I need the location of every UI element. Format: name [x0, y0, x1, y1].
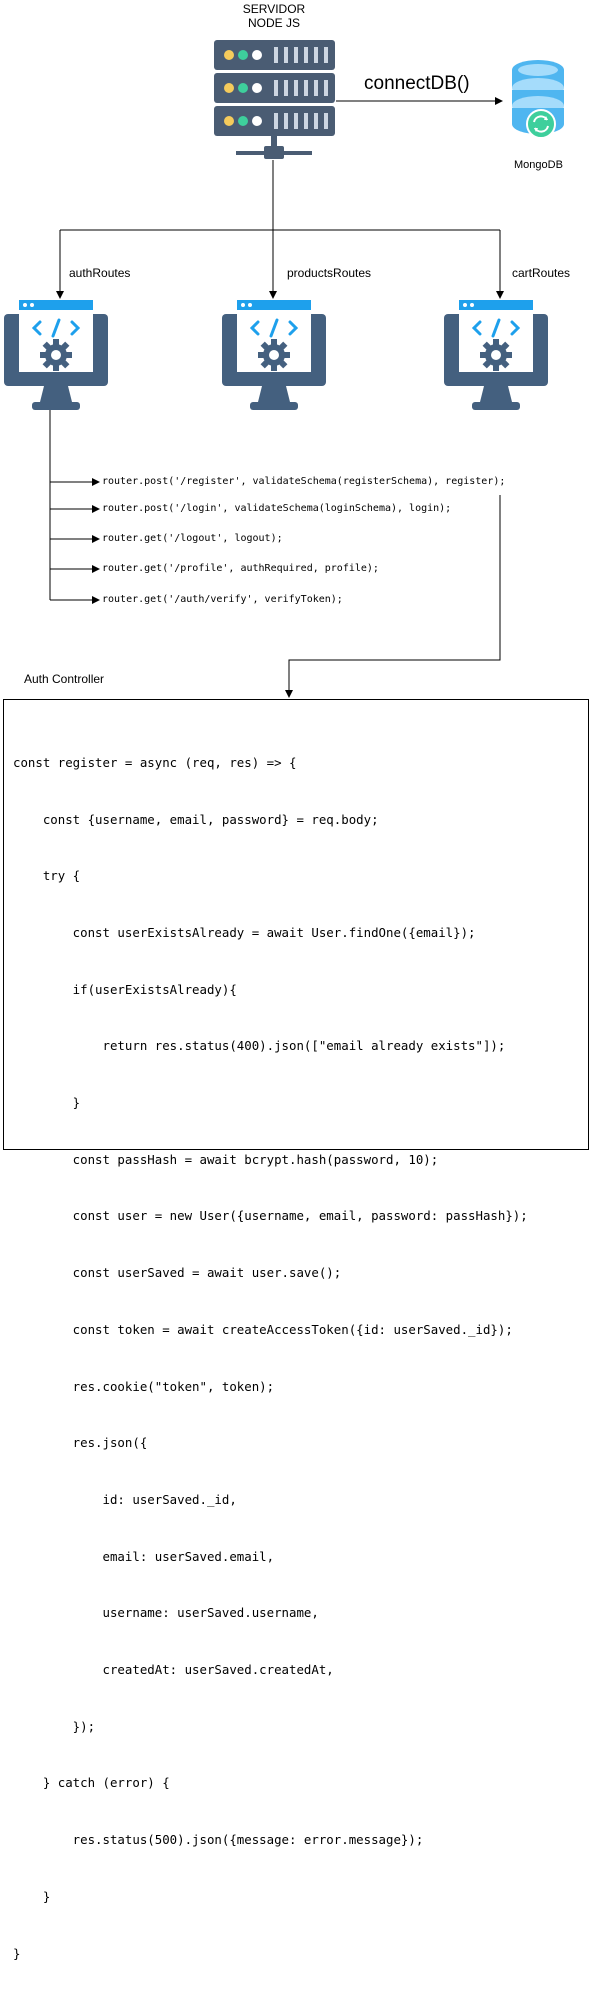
- auth-route-verify: router.get('/auth/verify', verifyToken);: [102, 594, 343, 605]
- code-monitor-icon-auth: [4, 300, 108, 410]
- code-line: const passHash = await bcrypt.hash(passw…: [13, 1151, 439, 1167]
- code-line: res.status(500).json({message: error.mes…: [13, 1832, 424, 1848]
- code-line: return res.status(400).json(["email alre…: [13, 1038, 506, 1054]
- server-title: SERVIDOR NODE JS: [236, 2, 312, 30]
- controller-title: Auth Controller: [24, 672, 105, 686]
- code-line: if(userExistsAlready){: [13, 981, 237, 997]
- code-line: const {username, email, password} = req.…: [13, 811, 379, 827]
- code-monitor-icon-cart: [444, 300, 548, 410]
- controller-code-box: const register = async (req, res) => { c…: [3, 699, 589, 1961]
- code-line: email: userSaved.email,: [13, 1548, 275, 1564]
- code-line: });: [13, 1718, 96, 1734]
- route-label-products: productsRoutes: [287, 266, 372, 280]
- code-line: }: [13, 1095, 81, 1111]
- code-line: createdAt: userSaved.createdAt,: [13, 1662, 334, 1678]
- code-monitor-icon-products: [222, 300, 326, 410]
- controller-code: const register = async (req, res) => { c…: [13, 716, 528, 2001]
- code-line: } catch (error) {: [13, 1775, 170, 1791]
- route-label-cart: cartRoutes: [512, 266, 571, 280]
- code-line: const userExistsAlready = await User.fin…: [13, 924, 476, 940]
- code-line: const token = await createAccessToken({i…: [13, 1321, 513, 1337]
- register-to-controller-arrow: [285, 495, 501, 698]
- route-label-auth: authRoutes: [69, 266, 131, 280]
- auth-route-register: router.post('/register', validateSchema(…: [102, 476, 506, 487]
- server-title-line-2: NODE JS: [247, 16, 300, 30]
- database-icon: [512, 60, 564, 139]
- auth-route-login: router.post('/login', validateSchema(log…: [102, 503, 452, 514]
- auth-route-logout: router.get('/logout', logout);: [102, 533, 283, 544]
- code-line: }: [13, 1945, 21, 1961]
- code-line: res.cookie("token", token);: [13, 1378, 275, 1394]
- connectors: [49, 97, 504, 698]
- auth-route-profile: router.get('/profile', authRequired, pro…: [102, 563, 379, 574]
- code-line: res.json({: [13, 1435, 148, 1451]
- server-title-line-1: SERVIDOR: [242, 2, 306, 16]
- db-name: MongoDB: [514, 159, 563, 171]
- code-line: }: [13, 1888, 51, 1904]
- connect-db-label: connectDB(): [364, 73, 470, 94]
- code-line: const user = new User({username, email, …: [13, 1208, 528, 1224]
- code-line: id: userSaved._id,: [13, 1491, 237, 1507]
- code-line: const register = async (req, res) => {: [13, 754, 297, 770]
- server-icon: [214, 40, 335, 159]
- code-line: try {: [13, 868, 81, 884]
- code-line: const userSaved = await user.save();: [13, 1265, 342, 1281]
- code-line: username: userSaved.username,: [13, 1605, 319, 1621]
